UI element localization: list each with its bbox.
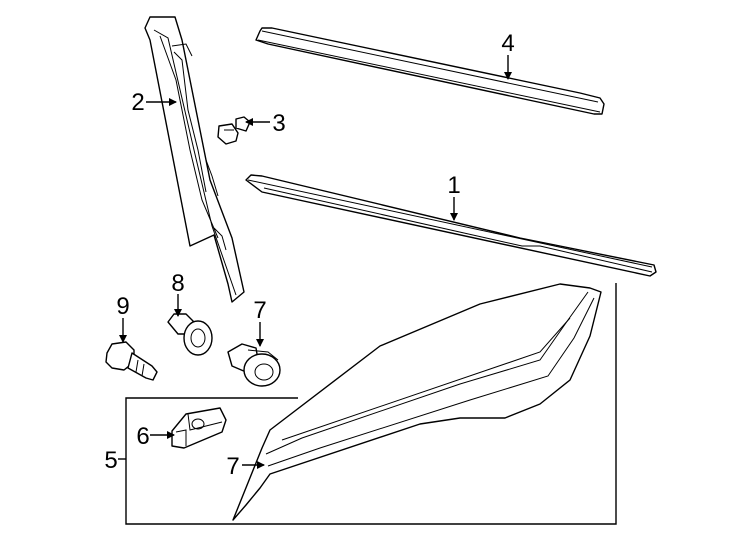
part-5-side-molding (232, 283, 602, 521)
part-8-grommet (167, 313, 213, 356)
callout-5: 5 (104, 447, 117, 474)
part-4-upper-molding (255, 27, 605, 115)
callout-3: 3 (272, 110, 285, 137)
part-3-clip (217, 116, 251, 145)
part-9-bolt (105, 341, 158, 381)
callout-6: 6 (136, 423, 149, 450)
part-1-belt-molding (245, 174, 657, 277)
callout-7-upper: 7 (253, 297, 266, 324)
callout-4: 4 (501, 30, 514, 57)
callout-8: 8 (171, 270, 184, 297)
part-6-bracket (171, 407, 227, 449)
callout-1: 1 (447, 172, 460, 199)
callout-9: 9 (116, 293, 129, 320)
part-7-push-clip (227, 343, 281, 387)
part-2-pillar-trim (144, 16, 245, 303)
callout-7-lower: 7 (226, 453, 239, 480)
inset-box-5 (125, 283, 617, 525)
callout-2: 2 (131, 89, 144, 116)
